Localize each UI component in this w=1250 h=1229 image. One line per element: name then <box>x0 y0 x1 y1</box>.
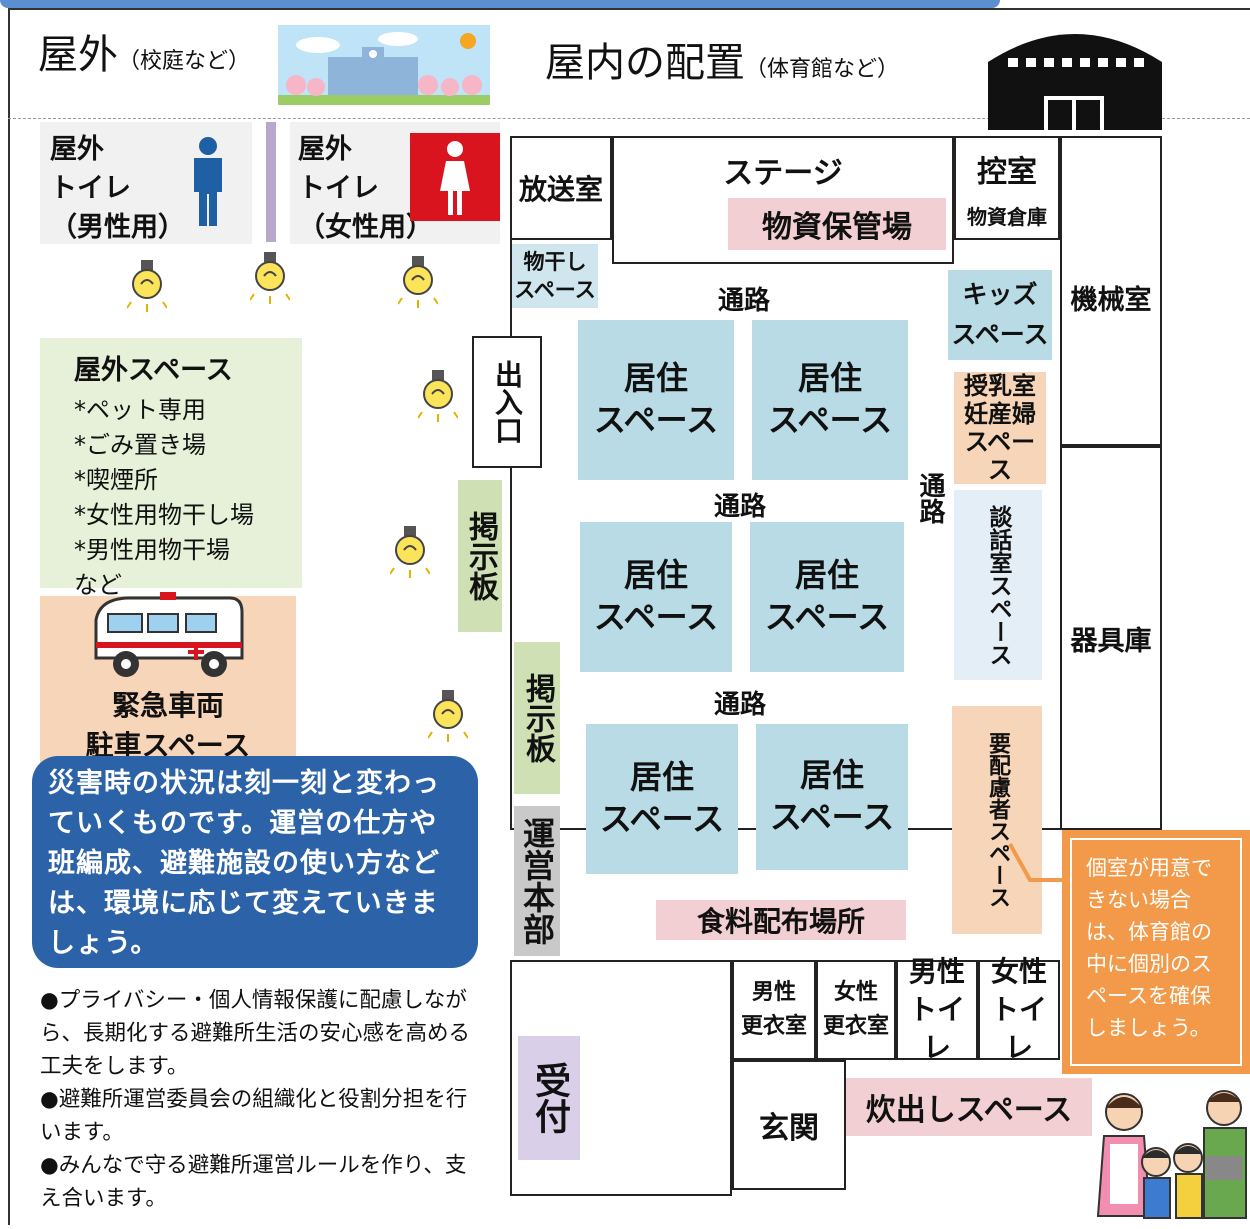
light-bulb-icon <box>249 250 291 306</box>
nursing-space: 授乳室 妊産婦 スペース <box>954 372 1046 484</box>
private-room-note-text: 個室が用意できない場合は、体育館の中に個別のスペースを確保しましょう。 <box>1070 838 1242 1066</box>
living-space: 居住 スペース <box>578 320 734 480</box>
male-icon <box>186 136 230 228</box>
kids-space: キッズ スペース <box>948 270 1052 360</box>
note-item: ●みんなで守る避難所運営ルールを作り、支え合います。 <box>40 1153 467 1211</box>
passage-label: 通路 <box>718 286 771 316</box>
indoor-subtitle: （体育館など） <box>745 57 900 82</box>
light-bulb-icon <box>397 254 439 310</box>
outdoor-space-item: *喫煙所 <box>74 466 158 494</box>
machine-room: 機械室 <box>1060 136 1162 446</box>
female-icon <box>410 133 500 221</box>
outdoor-subtitle: （校庭など） <box>118 49 251 74</box>
note-item: ●避難所運営委員会の組織化と役割分担を行います。 <box>40 1087 468 1145</box>
cooking-space: 炊出しスペース <box>846 1078 1092 1136</box>
light-bulb-icon <box>126 258 168 314</box>
waiting-room-label: 控室 <box>977 154 1037 190</box>
toilet-female-line-2: トイレ <box>298 173 379 205</box>
ambulance-icon <box>90 592 246 682</box>
passage-label: 通路 <box>714 690 767 720</box>
outdoor-heading: 屋外（校庭など） <box>38 22 250 80</box>
outdoor-space-item: *ペット専用 <box>74 396 206 424</box>
indoor-title: 屋内の配置 <box>545 40 745 86</box>
reception-room <box>510 960 732 1196</box>
light-bulb-icon <box>417 368 459 424</box>
care-space: 要配慮者スペース <box>952 706 1042 934</box>
storage-area: 物資保管場 <box>728 198 946 250</box>
outdoor-title: 屋外 <box>38 32 118 78</box>
outdoor-toilet-male-label: 屋外 トイレ （男性用） <box>50 130 185 247</box>
female-toilet: 女性 トイレ <box>978 955 1060 1064</box>
indoor-heading: 屋内の配置（体育館など） <box>545 30 899 88</box>
waiting-room: 控室 物資倉庫 <box>954 136 1060 240</box>
living-space: 居住 スペース <box>752 320 908 480</box>
gym-icon <box>982 12 1168 130</box>
bulletin-board-indoor: 掲示板 <box>514 642 560 794</box>
toilet-female-line-1: 屋外 <box>298 134 352 165</box>
light-bulb-icon <box>427 688 469 744</box>
header-divider <box>8 118 1250 119</box>
food-distribution: 食料配布場所 <box>656 900 906 940</box>
passage-label: 通路 <box>714 492 767 522</box>
private-room-note: 個室が用意できない場合は、体育館の中に個別のスペースを確保しましょう。 <box>1062 830 1250 1074</box>
toilet-male-line-2: トイレ <box>50 173 131 205</box>
male-toilet: 男性 トイレ <box>896 955 978 1064</box>
stage-label: ステージ <box>723 156 843 191</box>
message-box: 災害時の状況は刻一刻と変わっていくものです。運営の仕方や班編成、避難施設の使い方… <box>32 756 478 968</box>
emergency-line-1: 緊急車両 <box>111 689 224 722</box>
supply-warehouse-label: 物資倉庫 <box>967 204 1047 229</box>
outdoor-space: 屋外スペース *ペット専用 *ごみ置き場 *喫煙所 *女性用物干し場 *男性用物… <box>40 338 302 599</box>
front-entrance: 玄関 <box>732 1060 846 1190</box>
note-connector <box>1008 843 1066 882</box>
partition-bar <box>266 122 276 242</box>
top-band <box>0 0 1000 8</box>
reception: 受付 <box>518 1036 580 1160</box>
side-entrance: 出入口 <box>472 336 542 468</box>
light-bulb-icon <box>389 524 431 580</box>
male-changing-room: 男性 更衣室 <box>732 960 816 1060</box>
notes: ●プライバシー・個人情報保護に配慮しながら、長期化する避難所生活の安心感を高める… <box>40 984 486 1215</box>
toilet-male-line-1: 屋外 <box>50 134 104 165</box>
drying-space: 物干し スペース <box>512 244 598 308</box>
living-space: 居住 スペース <box>586 724 738 874</box>
family-icon <box>1094 1086 1250 1225</box>
outdoor-space-title: 屋外スペース <box>74 355 233 386</box>
living-space: 居住 スペース <box>580 522 732 672</box>
outdoor-space-item: *ごみ置き場 <box>74 431 206 459</box>
diagram-frame <box>8 8 1250 1225</box>
living-space: 居住 スペース <box>756 724 908 870</box>
equipment-room: 器具庫 <box>1060 446 1162 830</box>
outdoor-space-item: *男性用物干場 <box>74 536 230 564</box>
passage-label: 通路 <box>915 472 945 524</box>
living-space: 居住 スペース <box>750 522 904 672</box>
operations-hq: 運営本部 <box>514 806 560 956</box>
bulletin-board-outdoor: 掲示板 <box>458 480 502 632</box>
school-icon <box>278 25 490 105</box>
outdoor-space-item: など <box>74 571 122 599</box>
broadcast-room: 放送室 <box>510 136 612 240</box>
outdoor-space-item: *女性用物干し場 <box>74 501 254 529</box>
note-item: ●プライバシー・個人情報保護に配慮しながら、長期化する避難所生活の安心感を高める… <box>40 988 471 1079</box>
emergency-parking-label: 緊急車両 駐車スペース <box>40 686 296 766</box>
toilet-male-line-3: （男性用） <box>50 212 185 244</box>
female-changing-room: 女性 更衣室 <box>816 960 896 1060</box>
lounge-space: 談話室スペース <box>954 490 1042 680</box>
